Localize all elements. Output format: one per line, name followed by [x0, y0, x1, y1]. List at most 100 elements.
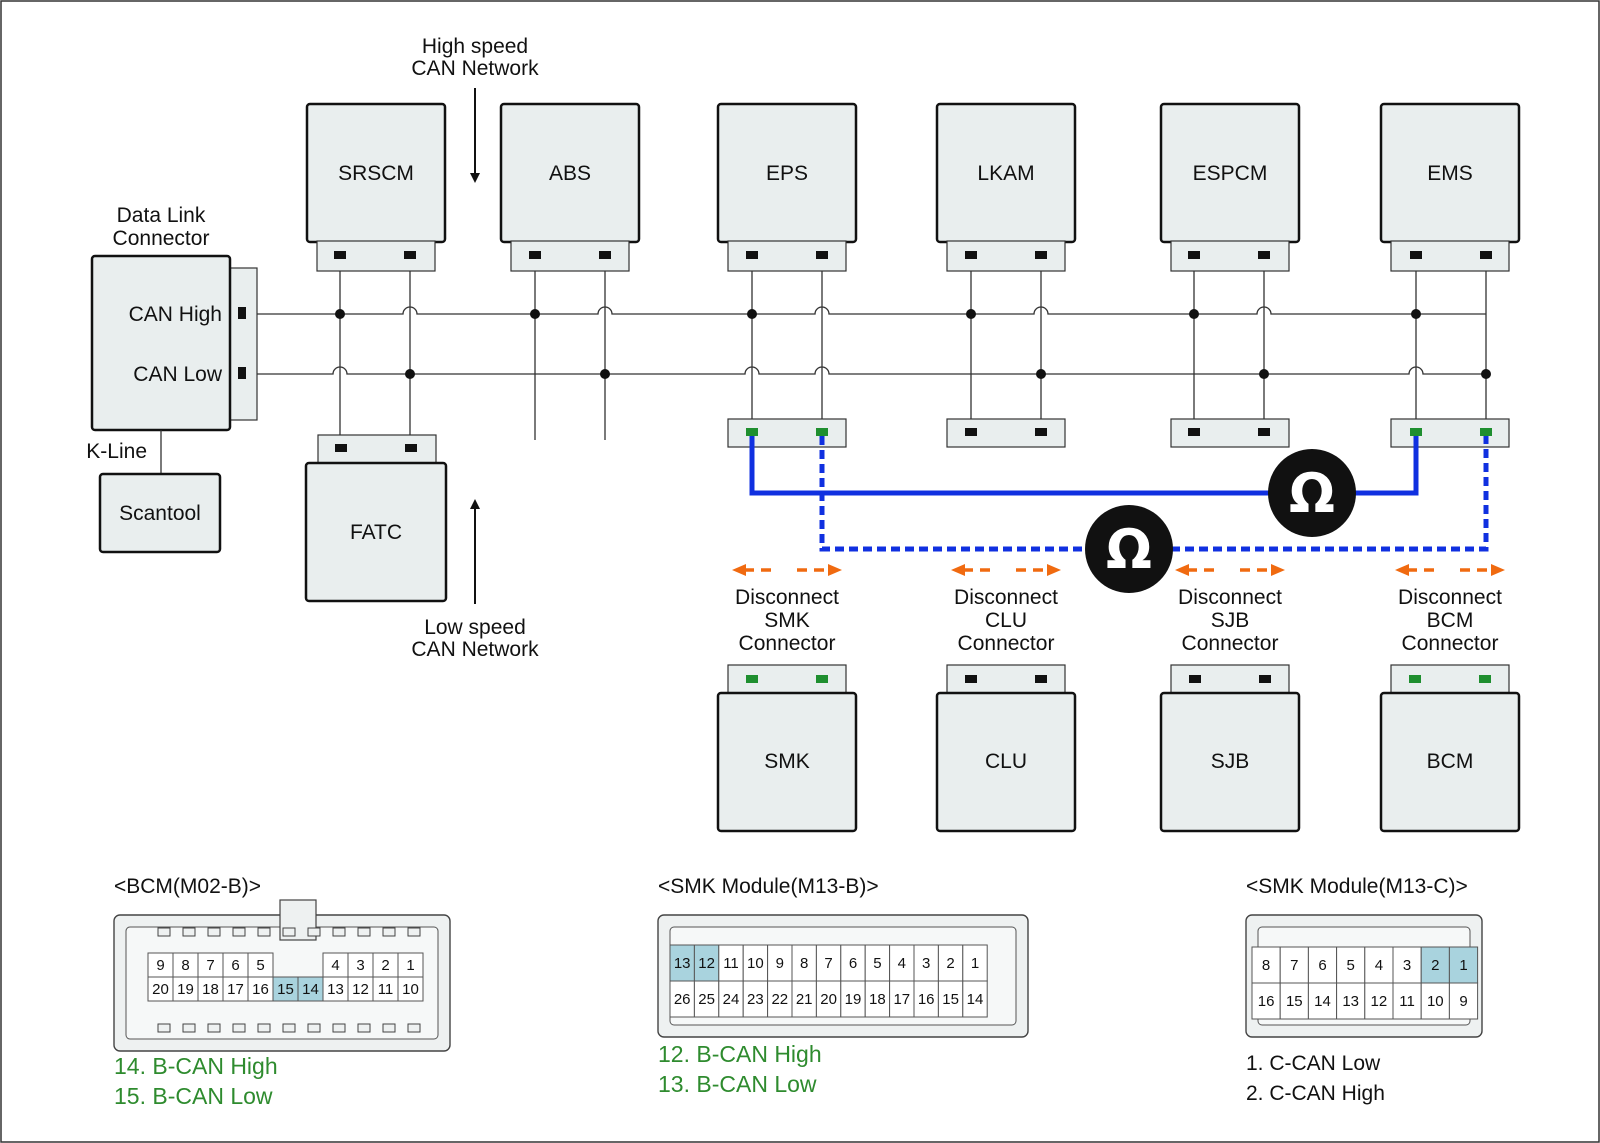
sjb-label: SJB: [1211, 750, 1250, 773]
ohmmeter-high-icon: Ω: [1268, 449, 1356, 537]
clu-pin-1: [965, 675, 977, 683]
smk-c-pin-num-12: 12: [1371, 993, 1388, 1010]
clu-label: CLU: [985, 750, 1027, 773]
clu-connector: [946, 664, 1066, 696]
ems-pin-high: [1410, 251, 1422, 259]
ems-pin-low: [1480, 251, 1492, 259]
smk-b-pin-cell-22: [767, 980, 793, 1018]
bcm-pin-cell-12: [347, 976, 374, 1002]
smk-b-pin-cell-14: [962, 980, 988, 1018]
smk-c-pin-num-3: 3: [1403, 957, 1411, 974]
smk-b-pin-num-8: 8: [800, 955, 808, 972]
smk-b-pin-num-1: 1: [971, 955, 979, 972]
bcm-latch-upper-0: [157, 927, 171, 937]
bcm-pin-num-2: 2: [381, 957, 389, 974]
ohmmeter-low-icon: Ω: [1085, 505, 1173, 593]
lkam-test-pin-low: [1035, 428, 1047, 436]
smk-c-pin-cell-15: [1279, 982, 1309, 1020]
smk-b-pin-num-5: 5: [873, 955, 881, 972]
smk-b-pin-cell-4: [889, 944, 915, 982]
dlc-title-line2: Connector: [113, 227, 210, 250]
smk-c-pin-num-15: 15: [1286, 993, 1303, 1010]
sjb-pin-1: [1189, 675, 1201, 683]
network-annotations: High speed CAN Network Low speed CAN Net…: [411, 35, 539, 661]
bcm-pin-num-12: 12: [352, 981, 369, 998]
sjb-disconnect-label-3: Connector: [1182, 632, 1279, 655]
can-bus-wires: [246, 258, 1510, 448]
junction-high-0: [335, 309, 345, 319]
smk-c-pin-cell-14: [1307, 982, 1338, 1020]
ohmmeter-low-circle: [1085, 505, 1173, 593]
espcm-label: ESPCM: [1193, 162, 1268, 185]
smk-disconnect-label-3: Connector: [739, 632, 836, 655]
smk-b-pin-cell-12: [693, 944, 720, 982]
abs-label: ABS: [549, 162, 591, 185]
smk-label: SMK: [764, 750, 810, 773]
k-line-label: K-Line: [86, 440, 147, 463]
eps-test-pin-low: [816, 428, 828, 436]
bcm-pin-num-19: 19: [177, 981, 194, 998]
junction-low-1: [600, 369, 610, 379]
junction-high-1: [530, 309, 540, 319]
eps-pin-high: [746, 251, 758, 259]
sjb-connector: [1170, 664, 1290, 696]
bcm-pin-num-4: 4: [331, 957, 339, 974]
abs-pin-low: [599, 251, 611, 259]
fatc-box: [304, 461, 448, 603]
srscm-label: SRSCM: [338, 162, 414, 185]
smk-b-note-1: 12. B-CAN High: [658, 1041, 822, 1067]
smk-b-pin-num-21: 21: [796, 991, 813, 1008]
smk-b-pin-cell-1: [962, 944, 988, 982]
bcm-pin-num-3: 3: [356, 957, 364, 974]
smk-c-pin-cell-7: [1279, 946, 1309, 984]
smk-c-pin-cell-16: [1251, 982, 1281, 1020]
smk-b-pin-num-6: 6: [849, 955, 857, 972]
bcm-pin-cell-18: [197, 976, 224, 1002]
smk-b-pin-num-7: 7: [824, 955, 832, 972]
srscm-pin-low: [404, 251, 416, 259]
can-low-bus: [246, 366, 1486, 375]
bcm-pin-num-6: 6: [231, 957, 239, 974]
smk-b-pin-num-19: 19: [845, 991, 862, 1008]
bcm-latch-lower-10: [407, 1023, 421, 1033]
smk-b-note-2: 13. B-CAN Low: [658, 1071, 817, 1097]
ohmmeter-high-symbol: Ω: [1289, 462, 1335, 525]
can-high-resistance-loop: [749, 436, 1419, 496]
bcm-latch-upper-6: [307, 927, 321, 937]
bcm-latch-lower-7: [332, 1023, 346, 1033]
abs-pin-high: [529, 251, 541, 259]
ems-label: EMS: [1427, 162, 1473, 185]
lkam-test-pin-high: [965, 428, 977, 436]
smk-connector: [727, 664, 847, 696]
bcm-pin-num-18: 18: [202, 981, 219, 998]
bcm-pin-num-20: 20: [152, 981, 169, 998]
smk-b-pin-num-2: 2: [946, 955, 954, 972]
bcm-pin-cell-17: [222, 976, 249, 1002]
can-high-bus: [246, 306, 1486, 315]
smk-b-pin-cell-23: [742, 980, 769, 1018]
dlc-title-line1: Data Link: [117, 204, 206, 227]
eps-label: EPS: [766, 162, 808, 185]
smk-b-pin-num-17: 17: [893, 991, 910, 1008]
bcm-pin-num-9: 9: [156, 957, 164, 974]
smk-b-pin-num-18: 18: [869, 991, 886, 1008]
junction-high-4: [1189, 309, 1199, 319]
smk-b-pin-num-23: 23: [747, 991, 764, 1008]
clu-box: [935, 691, 1077, 833]
espcm-pin-low: [1258, 251, 1270, 259]
bcm-latch-upper-10: [407, 927, 421, 937]
eps-test-connector: [727, 418, 847, 448]
bcm-latch-upper-1: [182, 927, 196, 937]
smk-c-pin-cell-4: [1364, 946, 1394, 984]
bcm-latch-upper-9: [382, 927, 396, 937]
lkam-connector: [946, 240, 1066, 272]
clu-disconnect-label-1: Disconnect: [954, 586, 1058, 609]
junction-high-2: [747, 309, 757, 319]
dlc-pin-low: [238, 367, 246, 379]
smk-b-pin-cell-18: [864, 980, 891, 1018]
bcm-pin-num-13: 13: [327, 981, 344, 998]
bcm-pin-num-14: 14: [302, 981, 319, 998]
smk-b-pin-cell-8: [791, 944, 817, 982]
